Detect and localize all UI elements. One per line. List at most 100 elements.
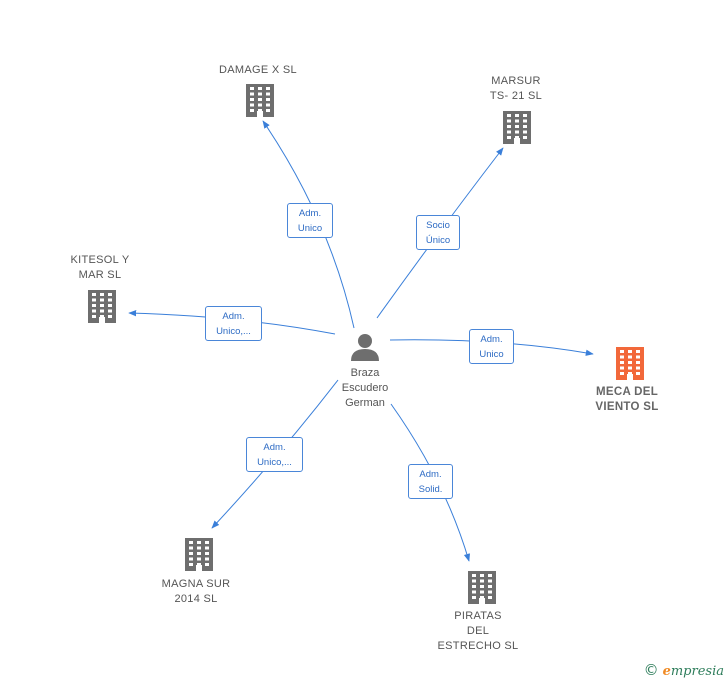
building-icon[interactable] xyxy=(468,571,496,604)
building-window xyxy=(507,130,511,134)
building-door xyxy=(479,598,485,604)
building-window xyxy=(636,372,640,375)
building-window xyxy=(523,130,527,134)
building-window xyxy=(258,98,262,101)
building-window xyxy=(523,114,527,117)
building-window xyxy=(258,109,262,112)
building-window xyxy=(100,315,104,318)
building-window xyxy=(620,372,624,375)
building-window xyxy=(92,315,96,318)
building-icon[interactable] xyxy=(185,538,213,571)
building-window xyxy=(523,119,527,123)
building-window xyxy=(100,309,104,313)
brand-name: mpresia xyxy=(670,664,724,679)
building-window xyxy=(205,563,209,566)
edge-label-kitesol: Adm. Unico,... xyxy=(205,306,262,341)
building-window xyxy=(515,136,519,139)
building-window xyxy=(189,563,193,566)
company-label-piratas[interactable]: PIRATAS DEL ESTRECHO SL xyxy=(437,610,519,652)
building-window xyxy=(472,574,476,577)
building-window xyxy=(480,590,484,594)
building-window xyxy=(189,541,193,544)
building-window xyxy=(515,114,519,117)
building-window xyxy=(472,579,476,583)
building-window xyxy=(488,574,492,577)
building-window xyxy=(636,355,640,359)
building-window xyxy=(92,309,96,313)
building-window xyxy=(197,557,201,561)
building-window xyxy=(205,541,209,544)
building-window xyxy=(507,136,511,139)
building-window xyxy=(92,298,96,302)
company-label-magna[interactable]: MAGNA SUR 2014 SL xyxy=(161,578,231,605)
building-door xyxy=(514,138,520,144)
building-window xyxy=(92,293,96,296)
building-window xyxy=(100,304,104,307)
building-window xyxy=(507,125,511,128)
building-window xyxy=(197,541,201,544)
building-window xyxy=(488,579,492,583)
building-window xyxy=(628,366,632,370)
edge-label-piratas: Adm. Solid. xyxy=(408,464,453,499)
building-window xyxy=(636,361,640,364)
building-icon[interactable] xyxy=(246,84,274,117)
building-icon[interactable] xyxy=(503,111,531,144)
copyright-symbol: © xyxy=(643,661,659,679)
building-window xyxy=(480,574,484,577)
building-window xyxy=(92,304,96,307)
building-window xyxy=(636,350,640,353)
building-window xyxy=(488,585,492,588)
building-window xyxy=(628,372,632,375)
building-window xyxy=(472,585,476,588)
building-door xyxy=(196,565,202,571)
company-label-marsur[interactable]: MARSUR TS- 21 SL xyxy=(489,75,543,102)
building-window xyxy=(258,87,262,90)
building-window xyxy=(250,109,254,112)
building-window xyxy=(266,103,270,107)
building-window xyxy=(480,579,484,583)
edge-label-magna: Adm. Unico,... xyxy=(246,437,303,472)
building-door xyxy=(99,317,105,323)
building-window xyxy=(205,552,209,555)
edge-label-damage: Adm. Unico xyxy=(287,203,333,238)
building-icon[interactable] xyxy=(616,347,644,380)
building-window xyxy=(628,350,632,353)
building-window xyxy=(108,309,112,313)
company-label-damage[interactable]: DAMAGE X SL xyxy=(219,64,297,76)
building-icon[interactable] xyxy=(88,290,116,323)
company-label-kitesol[interactable]: KITESOL Y MAR SL xyxy=(70,254,130,281)
building-door xyxy=(627,374,633,380)
building-window xyxy=(488,596,492,599)
building-window xyxy=(258,103,262,107)
building-window xyxy=(636,366,640,370)
building-window xyxy=(250,92,254,96)
building-window xyxy=(100,298,104,302)
building-window xyxy=(480,585,484,588)
building-window xyxy=(189,557,193,561)
company-label-meca[interactable]: MECA DEL VIENTO SL xyxy=(595,386,659,413)
building-window xyxy=(628,361,632,364)
edge-label-marsur: Socio Único xyxy=(416,215,460,250)
building-window xyxy=(108,304,112,307)
person-label[interactable]: Braza Escudero German xyxy=(341,367,389,409)
building-window xyxy=(189,552,193,555)
building-window xyxy=(507,119,511,123)
edge-label-meca: Adm. Unico xyxy=(469,329,514,364)
person-icon[interactable] xyxy=(351,334,379,361)
building-window xyxy=(266,98,270,101)
building-window xyxy=(620,361,624,364)
building-window xyxy=(266,109,270,112)
building-window xyxy=(523,136,527,139)
building-window xyxy=(628,355,632,359)
building-window xyxy=(515,130,519,134)
building-window xyxy=(250,87,254,90)
building-window xyxy=(523,125,527,128)
building-window xyxy=(108,315,112,318)
building-window xyxy=(197,563,201,566)
empresia-logo: ©empresia xyxy=(644,661,724,679)
brand-first-letter: e xyxy=(662,664,671,679)
building-window xyxy=(515,119,519,123)
building-window xyxy=(507,114,511,117)
building-window xyxy=(620,366,624,370)
